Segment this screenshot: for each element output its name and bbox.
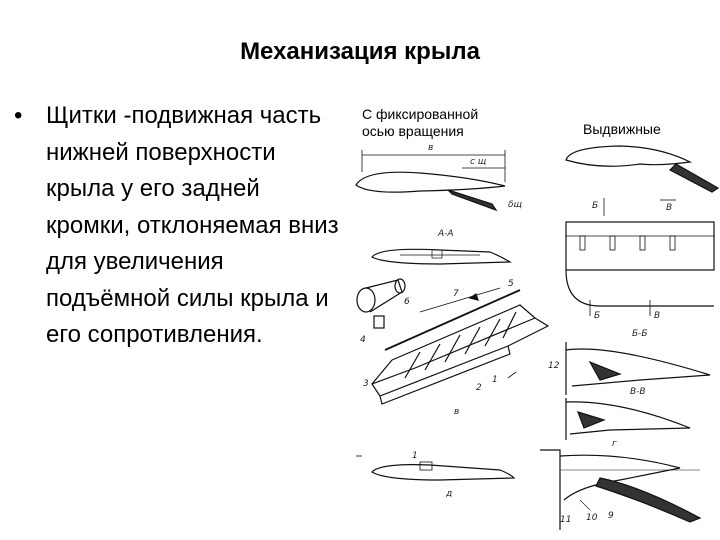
label-n6: 6 xyxy=(404,297,410,307)
flap-assembly-isometric xyxy=(356,278,550,405)
label-mark-b-top: Б xyxy=(592,201,598,211)
split-flap-deflected xyxy=(447,189,498,212)
label-g: г xyxy=(612,439,617,449)
label-n1-lower: 1 xyxy=(412,451,418,461)
label-n10: 10 xyxy=(586,513,598,523)
slide-title: Механизация крыла xyxy=(240,38,480,65)
airfoil-outline xyxy=(355,171,506,193)
label-n1: 1 xyxy=(492,375,498,385)
label-section-vv: В-В xyxy=(630,387,646,397)
label-n12: 12 xyxy=(548,361,560,371)
fixed-axis-caption: С фиксированной осью вращения xyxy=(362,106,478,140)
label-n4: 4 xyxy=(360,335,366,345)
section-bb-profile xyxy=(565,342,711,395)
section-aa-profile xyxy=(371,248,513,265)
label-n5: 5 xyxy=(508,279,514,289)
flap-plan-view xyxy=(565,198,715,316)
hinge-bracket xyxy=(431,249,443,259)
label-mark-v-bottom: В xyxy=(654,311,660,321)
bullet-text: Щитки -подвижная часть нижней поверхност… xyxy=(46,102,339,348)
label-n11: 11 xyxy=(560,515,571,525)
split-flap-profile-lower xyxy=(371,464,516,481)
label-delta-sch: δщ xyxy=(508,200,523,210)
fixed-axis-caption-line2: осью вращения xyxy=(362,123,464,139)
fixed-axis-caption-line1: С фиксированной xyxy=(362,106,479,122)
extendable-caption: Выдвижные xyxy=(583,121,661,137)
section-vv-profile xyxy=(565,398,691,440)
label-mark-v-top: В xyxy=(666,203,672,213)
label-n2: 2 xyxy=(476,383,482,393)
label-mark-b-bottom: Б xyxy=(594,311,600,321)
label-d: д xyxy=(445,489,452,499)
label-c-sch: с щ xyxy=(470,157,487,167)
split-flap-airfoil-sketch xyxy=(355,150,506,212)
label-n9: 9 xyxy=(608,511,614,521)
label-n7: 7 xyxy=(453,289,459,299)
label-section-aa: А-А xyxy=(437,229,454,239)
label-n3: 3 xyxy=(363,379,369,389)
bullet-item: • Щитки -подвижная часть нижней поверхно… xyxy=(14,98,344,354)
label-section-bb: Б-Б xyxy=(632,329,648,339)
bullet-marker: • xyxy=(14,102,23,129)
label-b: в xyxy=(428,143,433,153)
fowler-flap-extended xyxy=(540,449,702,530)
extendable-flap-airfoil xyxy=(565,145,720,193)
label-b-lower: в xyxy=(454,407,459,417)
